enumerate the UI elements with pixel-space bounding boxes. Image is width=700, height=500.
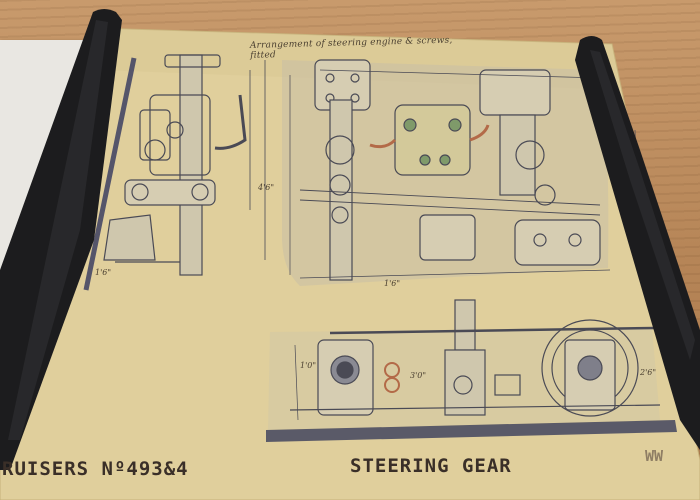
dimension-label: 1'6"	[95, 268, 111, 277]
border-line-left	[83, 57, 137, 291]
right-roller	[575, 36, 700, 450]
dimension-label: 4'6"	[257, 183, 274, 192]
dimension-label: 1'6"	[384, 279, 400, 288]
elevation-machinery	[289, 299, 661, 421]
left-view-machinery	[103, 54, 266, 276]
steering-gear-label: STEERING GEAR	[350, 455, 512, 477]
plan-view-machinery	[289, 59, 641, 281]
corner-stamp-label: WW	[645, 447, 664, 465]
cruisers-number-label: RUISERS Nº493&4	[2, 458, 189, 480]
dimension-label: 3'0"	[410, 371, 426, 380]
dimension-label: 2'6"	[639, 368, 656, 377]
elevation-base	[266, 420, 677, 442]
dimension-label: 1'0"	[300, 361, 316, 370]
